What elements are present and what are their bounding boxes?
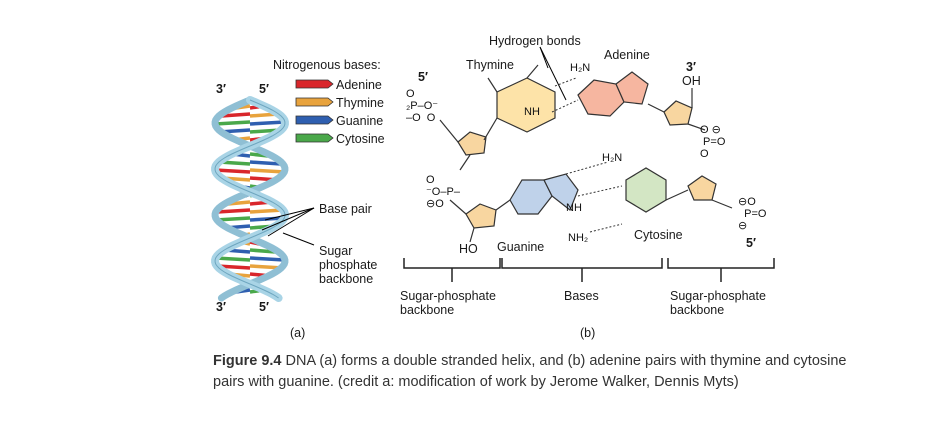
- dna-figure: 3′ 5′ 3′ 5′ Nitrogenous bases: Adenine T…: [211, 34, 775, 340]
- helix-rung-segment: [249, 120, 286, 126]
- caption-figure-number: Figure 9.4: [213, 353, 282, 369]
- sugar-bottom-right: [687, 175, 717, 201]
- sugar-bottom-left: [465, 203, 497, 229]
- helix-rung-segment: [249, 256, 285, 262]
- strand-label-top-left: 3′: [216, 82, 226, 96]
- sugar-top-left: [457, 131, 487, 156]
- strand-label-bottom-left: 3′: [216, 300, 226, 314]
- bracket-left: [403, 258, 501, 282]
- bracket-right-label-1: Sugar-phosphate: [670, 289, 766, 303]
- legend-adenine: Adenine: [336, 78, 382, 92]
- oh-label: OH: [682, 74, 701, 88]
- helix-rung-segment: [221, 112, 251, 118]
- helix-rung-segment: [214, 168, 251, 174]
- legend-swatch-cytosine: [295, 133, 334, 143]
- bracket-left-label-1: Sugar-phosphate: [400, 289, 496, 303]
- legend-swatch-thymine: [295, 97, 334, 107]
- panel-b-label: (b): [580, 326, 596, 340]
- thymine-ring: [496, 77, 556, 133]
- helix-rung-segment: [249, 208, 284, 214]
- ho-label: HO: [459, 242, 478, 256]
- helix-rung-segment: [214, 120, 251, 126]
- thymine-nh: NH: [524, 106, 540, 118]
- cytosine-label: Cytosine: [634, 228, 683, 242]
- three-prime-top-right: 3′: [686, 60, 696, 74]
- backbone-label-line2: phosphate: [319, 258, 378, 272]
- strand-label-bottom-right: 5′: [259, 300, 269, 314]
- five-prime-bottom-right: 5′: [746, 236, 756, 250]
- legend-cytosine: Cytosine: [336, 132, 385, 146]
- bracket-mid: [501, 258, 663, 282]
- bracket-right: [667, 258, 775, 282]
- guanine-label: Guanine: [497, 240, 545, 254]
- legend-guanine: Guanine: [336, 114, 384, 128]
- bracket-mid-label: Bases: [564, 289, 599, 303]
- base-pair-label: Base pair: [319, 202, 372, 216]
- helix-rung-segment: [249, 160, 282, 166]
- hydrogen-bonds-label: Hydrogen bonds: [489, 34, 581, 48]
- caption-text: DNA (a) forms a double stranded helix, a…: [213, 353, 847, 390]
- bracket-right-label-2: backbone: [670, 303, 725, 317]
- legend-swatch-adenine: [295, 79, 334, 89]
- helix-rung-segment: [215, 256, 251, 262]
- legend-swatch-guanine: [295, 115, 334, 125]
- phosphate-bottom-right: ⊖O P=O⊖: [738, 196, 767, 232]
- legend-title: Nitrogenous bases:: [273, 58, 381, 72]
- cytosine-h2n: H₂N: [602, 152, 623, 164]
- guanine-ring: [509, 179, 553, 215]
- backbone-label-line1: Sugar: [319, 244, 353, 258]
- backbone-label-line3: backbone: [319, 272, 374, 286]
- guanine-nh: NH: [566, 202, 582, 214]
- bracket-left-label-2: backbone: [400, 303, 455, 317]
- helix-rung-segment: [216, 208, 251, 214]
- strand-label-top-right: 5′: [259, 82, 269, 96]
- cytosine-ring: [625, 167, 667, 213]
- guanine-nh2: NH₂: [568, 232, 589, 244]
- adenine-label: Adenine: [604, 48, 650, 62]
- double-helix-illustration: [211, 46, 775, 302]
- helix-rung-segment: [249, 248, 276, 254]
- five-prime-top-left: 5′: [418, 70, 428, 84]
- legend-thymine: Thymine: [336, 96, 384, 110]
- panel-a-label: (a): [290, 326, 306, 340]
- phosphate-bottom-left: O⁻O–P–⊖O: [426, 174, 460, 210]
- adenine-h2n: H₂N: [570, 62, 591, 74]
- sugar-top-right: [663, 100, 693, 126]
- helix-rung-segment: [249, 168, 286, 174]
- thymine-label: Thymine: [466, 58, 514, 72]
- figure-caption: Figure 9.4 DNA (a) forms a double strand…: [213, 351, 853, 393]
